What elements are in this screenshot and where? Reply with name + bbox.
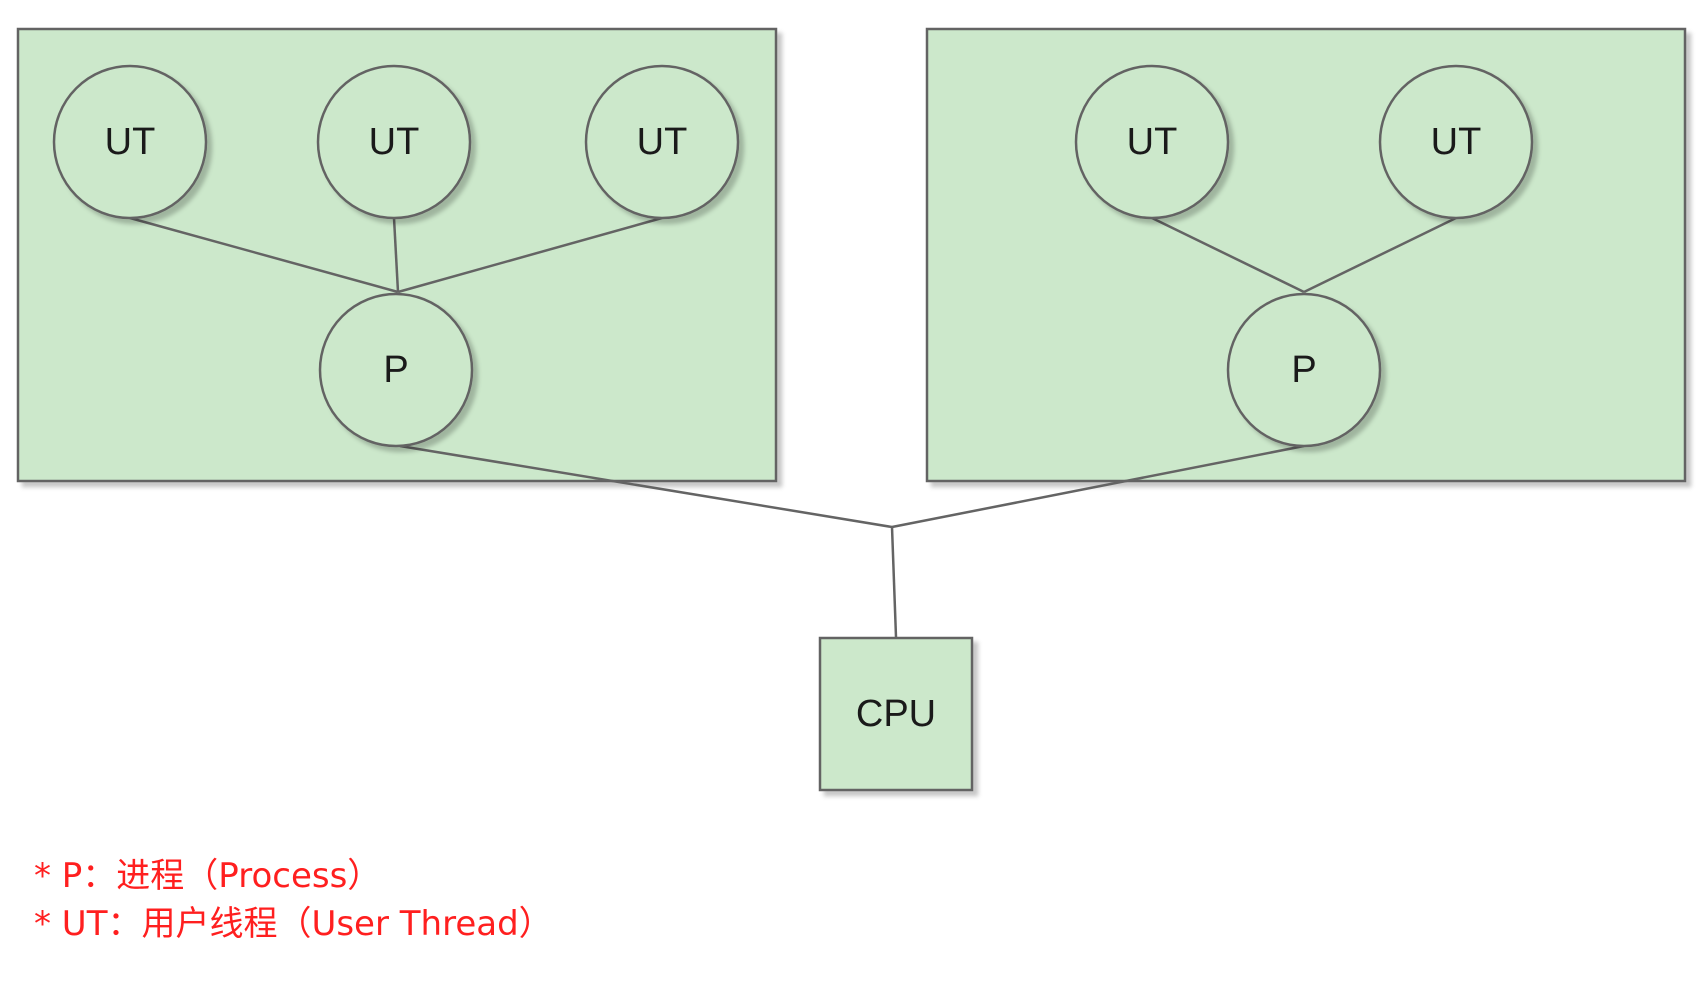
process-node: P [318, 292, 474, 448]
user-thread-node: UT [584, 64, 740, 220]
legend-user-thread-definition: * UT：用户线程（User Thread） [34, 904, 553, 944]
process-label: P [383, 349, 408, 391]
user-thread-label: UT [369, 121, 420, 163]
user-thread-label: UT [1127, 121, 1178, 163]
connector-ut2-p1 [392, 217, 400, 293]
user-thread-label: UT [637, 121, 688, 163]
user-thread-node: UT [1378, 64, 1534, 220]
user-thread-label: UT [105, 121, 156, 163]
cpu-label: CPU [856, 693, 936, 735]
process-label: P [1291, 349, 1316, 391]
legend: * P：进程（Process） * UT：用户线程（User Thread） [34, 852, 553, 948]
cpu-node: CPU [818, 636, 974, 792]
connector-lines [129, 216, 1457, 638]
connector-junction-cpu [890, 526, 898, 638]
legend-process-definition: * P：进程（Process） [34, 856, 382, 896]
connector-ut5-p2 [1303, 216, 1457, 294]
user-thread-node: UT [316, 64, 472, 220]
connector-ut1-p1 [129, 216, 399, 294]
connector-p2-junction [891, 444, 1305, 529]
connector-ut4-p2 [1151, 216, 1305, 294]
process-node: P [1226, 292, 1382, 448]
connector-ut3-p1 [397, 216, 663, 294]
connector-p1-junction [399, 444, 893, 529]
user-thread-node: UT [1074, 64, 1230, 220]
user-thread-label: UT [1431, 121, 1482, 163]
user-thread-node: UT [52, 64, 208, 220]
